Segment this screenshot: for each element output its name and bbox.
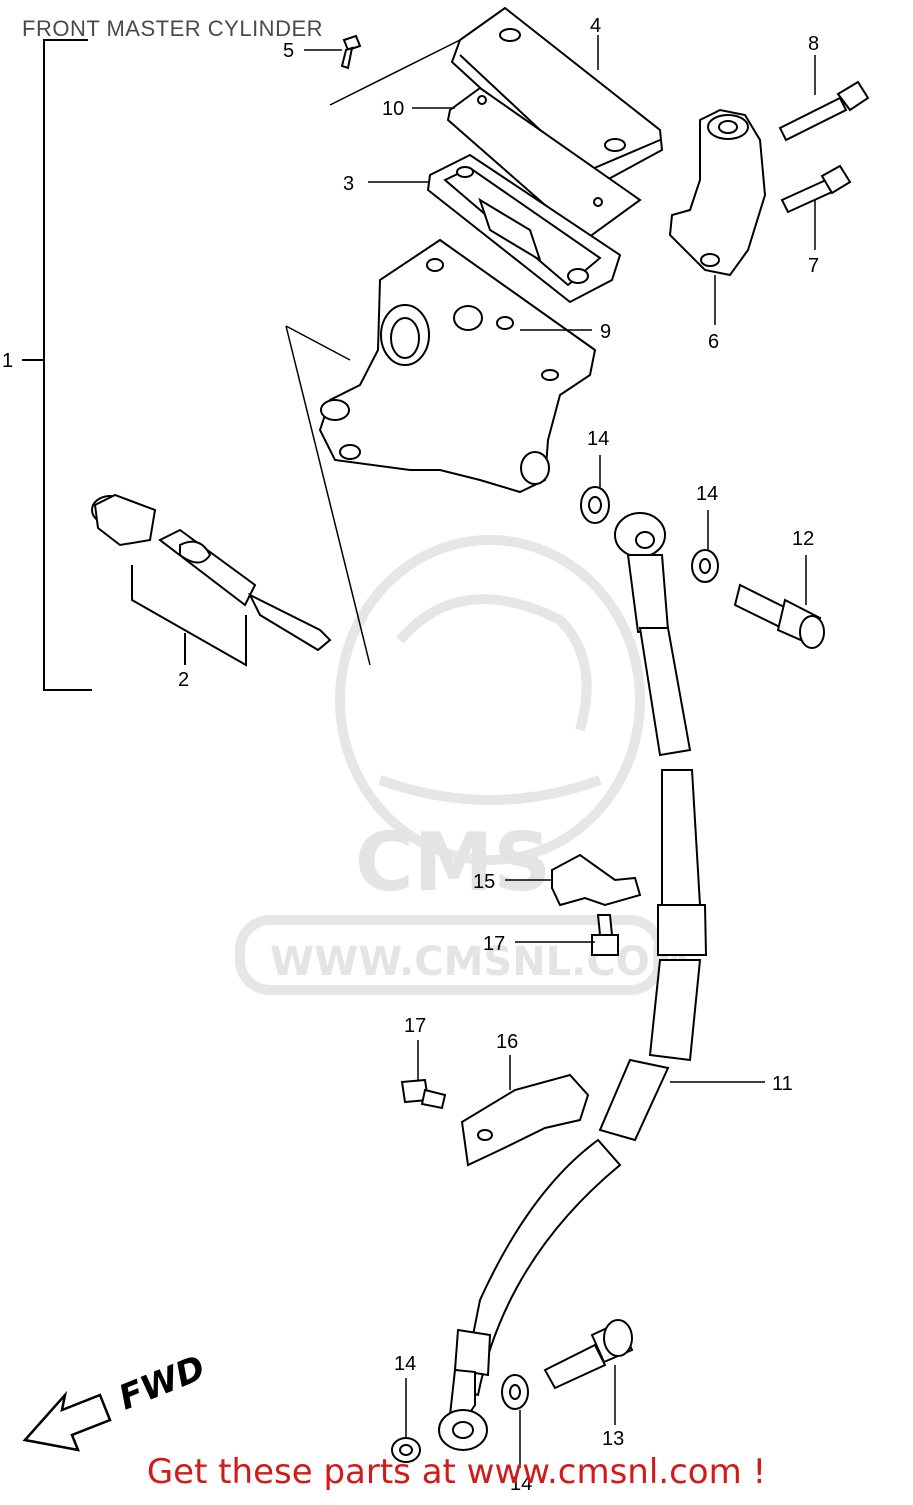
- callout-5: 5: [283, 40, 294, 62]
- screw-9: [496, 316, 514, 330]
- brake-hose: [453, 627, 708, 1397]
- washer-14-b: [691, 549, 719, 583]
- callout-11: 11: [772, 1073, 793, 1095]
- footer-link-text[interactable]: Get these parts at www.cmsnl.com !: [146, 1452, 767, 1492]
- callout-4: 4: [590, 15, 601, 37]
- callout-17-a: 17: [483, 933, 505, 955]
- banjo-bolt-13: [543, 1319, 634, 1390]
- diaphragm-plate: [446, 86, 642, 242]
- callout-2: 2: [178, 669, 189, 691]
- callout-16: 16: [496, 1031, 518, 1053]
- master-cylinder-body: [318, 238, 597, 494]
- diaphragm: [426, 153, 622, 304]
- piston-set: [91, 493, 332, 652]
- assembly-bracket-1: [22, 39, 92, 691]
- callout-14-c: 14: [394, 1353, 416, 1375]
- bolt-17-a: [591, 914, 619, 956]
- banjo-bolt-12: [733, 583, 825, 649]
- callout-1: 1: [2, 350, 13, 372]
- fwd-label: FWD: [113, 1348, 210, 1418]
- callout-8: 8: [808, 33, 819, 55]
- washer-14-a: [580, 486, 610, 524]
- callout-10: 10: [382, 98, 404, 120]
- callout-9: 9: [600, 321, 611, 343]
- callout-14-a: 14: [587, 428, 609, 450]
- watermark-logo-text: CMS: [355, 816, 551, 909]
- callout-17-b: 17: [404, 1015, 426, 1037]
- diagram-title: FRONT MASTER CYLINDER: [22, 16, 324, 41]
- watermark: CMS WWW.CMSNL.COM: [235, 535, 690, 995]
- callout-3: 3: [343, 173, 354, 195]
- washer-14-c: [501, 1374, 529, 1410]
- lower-banjo-fitting: [438, 1368, 488, 1451]
- bolt-8: [778, 80, 870, 142]
- callout-13: 13: [602, 1428, 624, 1450]
- piston-bracket: [131, 565, 247, 667]
- callout-12: 12: [792, 528, 814, 550]
- callout-6: 6: [708, 331, 719, 353]
- hose-bracket-16: [460, 1073, 590, 1167]
- callout-14-b: 14: [696, 483, 718, 505]
- callout-7: 7: [808, 255, 819, 277]
- hose-clamp-15: [551, 853, 642, 907]
- screw-5: [340, 34, 362, 70]
- bolt-17-b: [400, 1078, 447, 1110]
- callout-labels: 1 2 3 4 5 6 7 8 9 10 11 12 13 14 14 14 1…: [2, 15, 819, 1495]
- watermark-url-text: WWW.CMSNL.COM: [270, 939, 690, 985]
- clamp: [668, 108, 767, 277]
- fwd-arrow: [22, 1390, 112, 1452]
- leader-lines: [285, 35, 816, 1468]
- callout-14-d: 14: [510, 1473, 532, 1495]
- callout-15: 15: [473, 871, 495, 893]
- upper-banjo-fitting: [614, 512, 670, 634]
- bolt-7: [780, 164, 852, 214]
